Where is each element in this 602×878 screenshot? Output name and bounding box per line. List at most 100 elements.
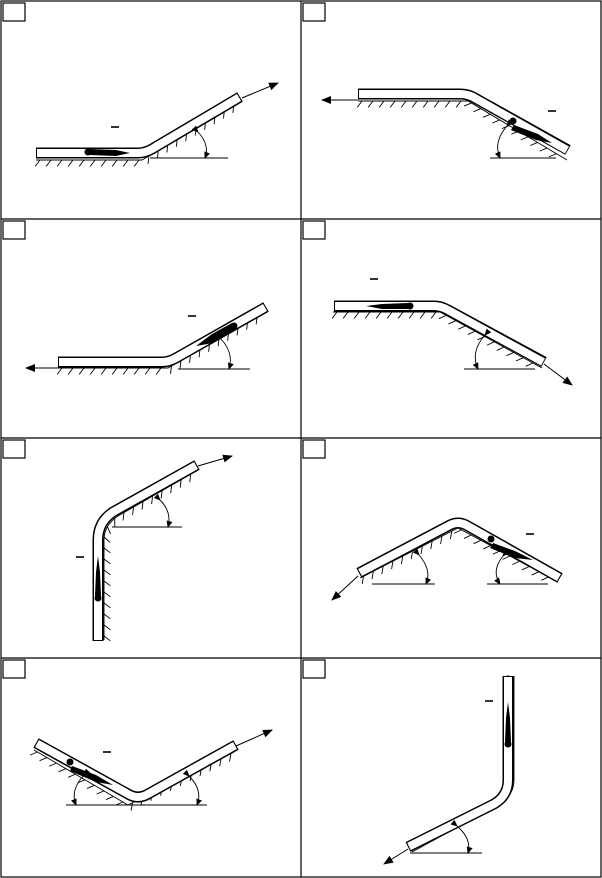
ground-hatch bbox=[515, 357, 524, 362]
ground-hatch bbox=[96, 790, 105, 795]
ground-hatch bbox=[353, 311, 360, 319]
ground-hatch bbox=[67, 159, 74, 167]
ground-hatch bbox=[483, 545, 491, 550]
panel-7-ball bbox=[66, 758, 74, 766]
ground-hatch bbox=[419, 311, 426, 319]
ground-hatch bbox=[48, 762, 57, 767]
ground-hatch bbox=[408, 311, 415, 319]
panel-2-number-box bbox=[302, 2, 326, 22]
ground-hatch bbox=[78, 159, 85, 167]
ground-hatch bbox=[378, 100, 385, 108]
ground-hatch bbox=[400, 100, 407, 108]
ground-hatch bbox=[375, 311, 382, 319]
ground-hatch bbox=[122, 159, 129, 167]
panel-6 bbox=[331, 517, 563, 601]
ground-hatch bbox=[170, 365, 172, 374]
ground-hatch bbox=[361, 576, 365, 585]
panel-1-tube bbox=[36, 92, 243, 159]
ground-hatch bbox=[449, 531, 453, 540]
panel-4-motion-arrow bbox=[366, 303, 408, 309]
panel-4 bbox=[331, 278, 573, 386]
panel-6-number-box bbox=[302, 439, 326, 459]
ground-hatch bbox=[103, 602, 111, 609]
ground-hatch bbox=[463, 102, 472, 107]
ground-hatch bbox=[133, 159, 140, 167]
ground-hatch bbox=[512, 560, 520, 566]
ground-hatch bbox=[496, 346, 505, 351]
ground-hatch bbox=[541, 576, 549, 581]
panel-5-number-box bbox=[2, 439, 26, 459]
ground-hatch bbox=[400, 556, 404, 565]
panel-2-motion-arrow bbox=[511, 125, 552, 143]
ground-hatch bbox=[482, 113, 491, 118]
panel-4-number-box bbox=[302, 220, 326, 240]
ground-hatch bbox=[100, 159, 107, 167]
panel-4-ball bbox=[406, 302, 414, 310]
ground-hatch bbox=[39, 757, 48, 762]
ground-hatch bbox=[130, 802, 133, 811]
panel-3-tube bbox=[58, 302, 269, 368]
panel-6-force-arrow bbox=[331, 575, 359, 601]
ground-hatch bbox=[386, 311, 393, 319]
ground-hatch bbox=[502, 555, 511, 560]
ground-hatch bbox=[492, 119, 500, 124]
ground-hatch bbox=[438, 314, 447, 320]
ground-hatch bbox=[89, 159, 96, 167]
ground-hatch bbox=[444, 100, 451, 108]
panel-1-ball bbox=[84, 148, 92, 156]
panel-6-right-angle-arc bbox=[494, 549, 510, 585]
ground-line bbox=[103, 469, 199, 640]
ground-hatch bbox=[111, 367, 118, 375]
ground-hatch bbox=[133, 367, 140, 375]
ground-hatch bbox=[430, 311, 437, 319]
ground-hatch bbox=[506, 352, 514, 357]
ground-hatch bbox=[433, 100, 440, 108]
ground-hatch bbox=[520, 136, 529, 141]
panel-6-left-angle-arc bbox=[412, 548, 432, 585]
ground-hatch bbox=[371, 571, 374, 580]
ground-hatch bbox=[103, 536, 111, 543]
panel-7 bbox=[29, 729, 273, 811]
ground-hatch bbox=[132, 507, 134, 516]
ground-hatch bbox=[100, 367, 107, 375]
ground-hatch bbox=[356, 100, 363, 108]
ground-hatch bbox=[89, 367, 96, 375]
ground-hatch bbox=[58, 768, 67, 773]
ground-hatch bbox=[422, 100, 429, 108]
ground-hatch bbox=[420, 546, 423, 555]
ground-hatch bbox=[440, 536, 443, 545]
ground-hatch bbox=[155, 367, 162, 375]
panel-7-left-angle-arc bbox=[70, 768, 91, 806]
ground-hatch bbox=[530, 142, 538, 146]
panel-3 bbox=[25, 302, 269, 375]
ground-hatch bbox=[103, 635, 111, 642]
panel-1-angle-arc bbox=[191, 125, 210, 159]
ground-hatch bbox=[367, 100, 374, 108]
ground-hatch bbox=[179, 360, 182, 369]
ground-hatch bbox=[448, 320, 456, 325]
panel-5-force-arrow bbox=[197, 454, 233, 467]
panel-7-force-arrow bbox=[235, 729, 273, 747]
ground-hatch bbox=[67, 773, 76, 778]
ground-hatch bbox=[342, 311, 349, 319]
panel-6-ball bbox=[487, 535, 495, 543]
ground-hatch bbox=[531, 571, 540, 576]
panel-1-motion-arrow bbox=[90, 149, 130, 156]
ground-hatch bbox=[397, 311, 404, 319]
panel-7-tube bbox=[33, 738, 239, 803]
ground-hatch bbox=[103, 558, 111, 565]
panel-4-force-arrow bbox=[543, 363, 573, 386]
ground-hatch bbox=[463, 534, 472, 539]
ground-hatch bbox=[410, 551, 413, 560]
panel-4-tube bbox=[334, 300, 547, 367]
ground-hatch bbox=[455, 100, 462, 108]
panel-2-angle-arc bbox=[494, 119, 514, 159]
panel-7-motion-arrow bbox=[70, 766, 113, 785]
ground-hatch bbox=[78, 367, 85, 375]
panel-2-ball bbox=[509, 117, 517, 125]
ground-hatch bbox=[539, 147, 548, 152]
ground-hatch bbox=[103, 580, 111, 587]
ground-hatch bbox=[229, 753, 232, 762]
panel-7-right-angle-arc bbox=[182, 769, 203, 806]
ground-hatch bbox=[141, 501, 144, 510]
